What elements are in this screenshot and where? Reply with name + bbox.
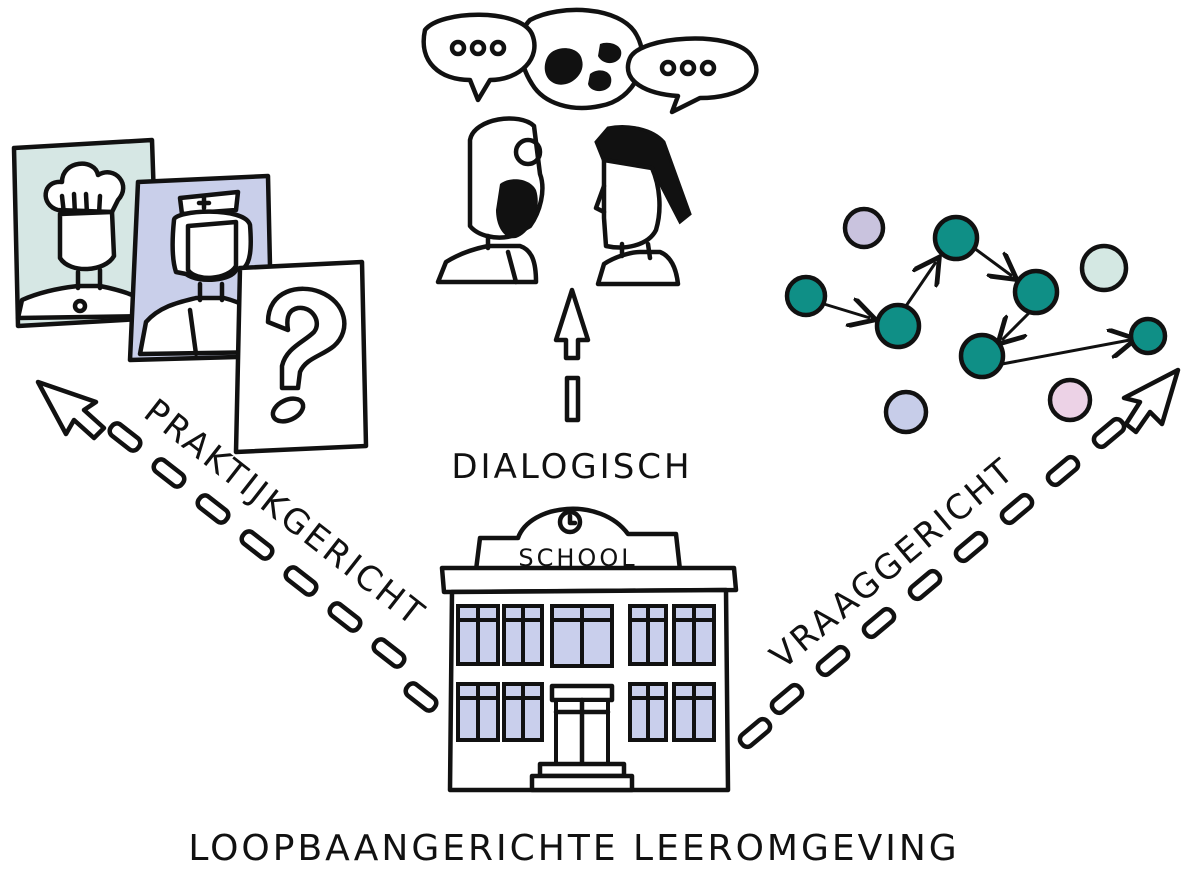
dialogue-illustration — [421, 7, 759, 423]
graph-node-teal — [1012, 268, 1060, 316]
graph-edges — [823, 246, 1130, 366]
graph-node-periwinkle — [883, 389, 929, 435]
speech-bubble-right-icon — [625, 36, 759, 115]
school-windows-lower — [456, 682, 716, 742]
graph-node-teal — [874, 302, 922, 350]
network-graph-icon — [784, 206, 1168, 435]
cap-person-icon — [593, 125, 692, 287]
right-dashed-arrow-icon — [737, 367, 1181, 750]
graph-node-pink — [1047, 377, 1093, 423]
chef-card-icon — [11, 137, 161, 329]
graph-node-mint — [1079, 243, 1129, 293]
graph-node-teal — [784, 274, 828, 318]
loopbaangerichte-leeromgeving-label: LOOPBAANGERICHTE LEEROMGEVING — [188, 828, 959, 869]
school-door — [549, 683, 615, 767]
upward-arrow-icon — [553, 287, 591, 423]
graph-node-lavender — [842, 206, 886, 250]
dialogisch-label: DIALOGISCH — [451, 447, 692, 487]
graph-node-teal — [958, 332, 1006, 380]
school-building-icon — [439, 506, 739, 793]
question-mark-card-icon — [233, 259, 369, 455]
bearded-person-icon — [435, 116, 545, 285]
school-windows-upper — [456, 604, 716, 668]
occupation-cards — [11, 137, 369, 455]
graph-node-teal — [932, 214, 980, 262]
left-dashed-arrow-icon — [35, 379, 439, 713]
vraaggericht-label: VRAAGGERICHT — [763, 450, 1023, 678]
speech-bubble-center-icon — [518, 7, 645, 111]
clock-icon — [557, 509, 583, 535]
speech-bubble-left-icon — [421, 12, 537, 103]
school-sign-label: SCHOOL — [518, 544, 637, 572]
graph-node-teal — [1128, 316, 1168, 356]
